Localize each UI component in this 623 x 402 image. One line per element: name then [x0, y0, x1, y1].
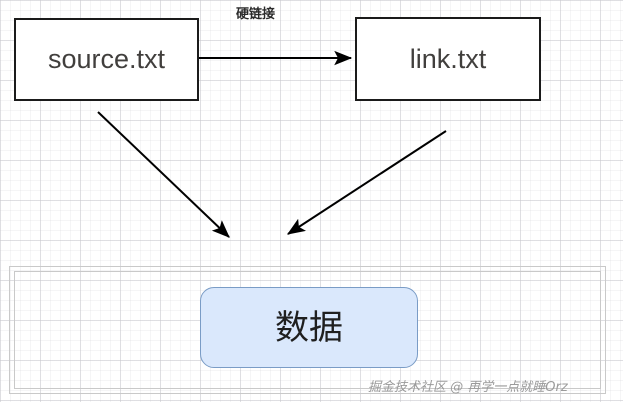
edge-label-hard-link: 硬链接	[236, 7, 276, 22]
node-data-block-label: 数据	[275, 307, 343, 348]
node-link-file[interactable]: link.txt	[355, 17, 541, 101]
arrow-source-to-data	[97, 111, 230, 238]
storage-container-outer	[9, 266, 606, 394]
node-link-file-label: link.txt	[409, 43, 487, 74]
node-source-file-label: source.txt	[47, 44, 166, 74]
watermark-text: 掘金技术社区 @ 再学一点就睡Orz	[368, 380, 568, 395]
node-source-file[interactable]: source.txt	[14, 18, 199, 101]
storage-container-inner	[14, 271, 601, 389]
node-data-block[interactable]: 数据	[200, 287, 418, 368]
arrow-link-to-data	[286, 130, 447, 235]
